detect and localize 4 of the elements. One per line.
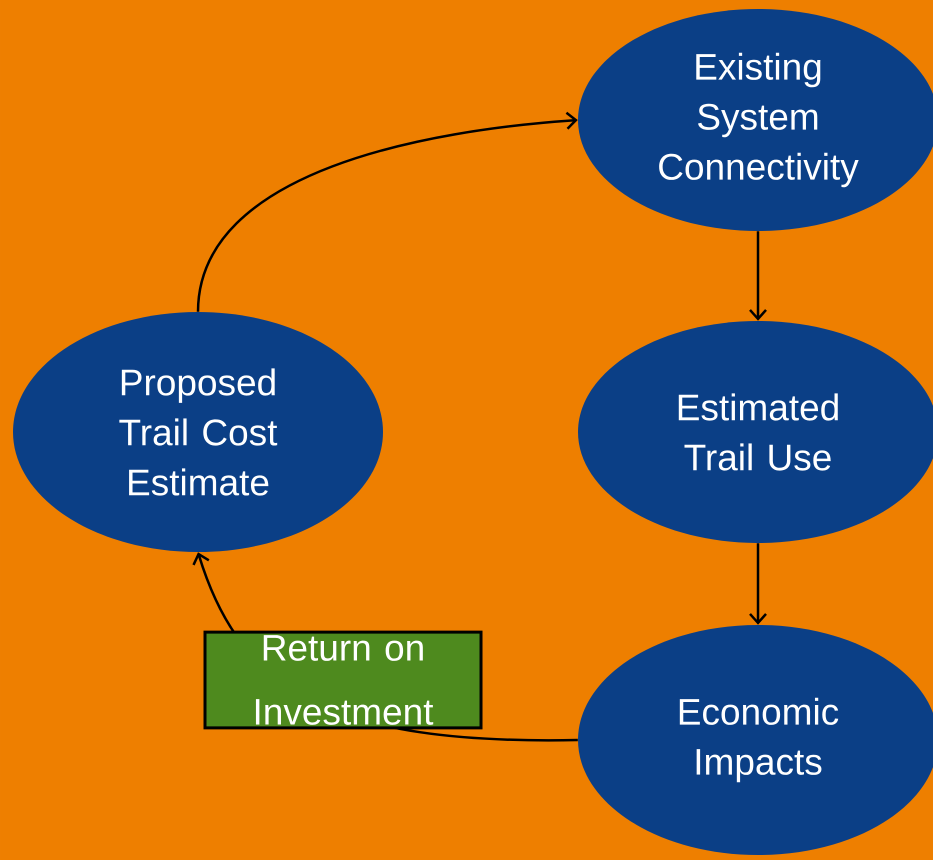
arrow: [749, 543, 767, 625]
arrow: [196, 112, 578, 312]
arrow: [749, 231, 767, 321]
edge-label: Return on Investment: [204, 630, 482, 730]
